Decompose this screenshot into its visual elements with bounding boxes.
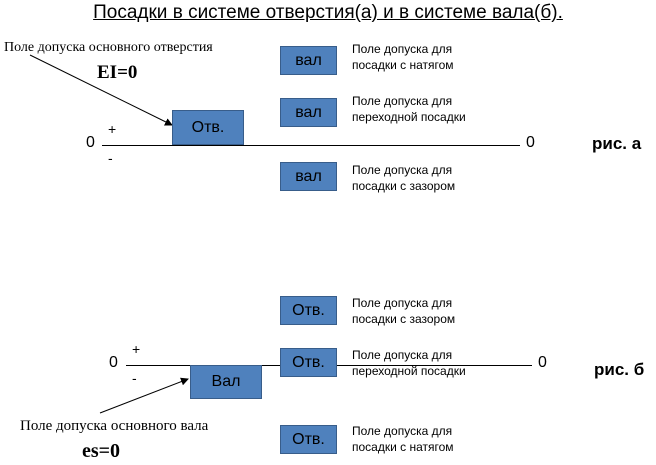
desc-line2: посадки с зазором	[352, 312, 456, 326]
shaft-box-interference-a: вал	[280, 46, 337, 75]
desc-line1: Поле допуска для	[352, 94, 453, 108]
zero-left-b: 0	[109, 354, 118, 371]
base-hole-box: Отв.	[172, 110, 244, 145]
desc-transition-b: Поле допуска для переходной посадки	[352, 347, 466, 379]
figure-label-b: рис. б	[594, 360, 645, 379]
desc-line1: Поле допуска для	[352, 42, 453, 56]
desc-line1: Поле допуска для	[352, 424, 453, 438]
shaft-box-transition-a: вал	[280, 98, 337, 127]
base-shaft-field-label: Поле допуска основного вала	[20, 418, 209, 434]
desc-line2: посадки с натягом	[352, 440, 454, 454]
zero-right-b: 0	[538, 354, 547, 371]
minus-sign-a: -	[108, 150, 113, 166]
shaft-box-clearance-a: вал	[280, 162, 337, 191]
desc-transition-a: Поле допуска для переходной посадки	[352, 93, 466, 125]
base-shaft-box: Вал	[190, 365, 262, 399]
hole-box-interference-b: Отв.	[280, 425, 337, 454]
desc-clearance-b: Поле допуска для посадки с зазором	[352, 295, 455, 327]
desc-clearance-a: Поле допуска для посадки с зазором	[352, 162, 455, 194]
hole-box-transition-b: Отв.	[280, 348, 337, 377]
base-hole-field-label: Поле допуска основного отверстия	[4, 40, 213, 55]
zero-left-a: 0	[86, 134, 95, 151]
desc-line1: Поле допуска для	[352, 348, 453, 362]
plus-sign-b: +	[132, 341, 141, 357]
desc-line2: переходной посадки	[352, 110, 466, 124]
plus-sign-a: +	[108, 121, 117, 137]
desc-line2: переходной посадки	[352, 364, 466, 378]
zero-line-a	[102, 145, 520, 146]
desc-line2: посадки с зазором	[352, 179, 456, 193]
arrow-to-base-shaft	[99, 377, 189, 414]
page-title: Посадки в системе отверстия(а) и в систе…	[93, 2, 563, 23]
figure-label-a: рис. а	[592, 134, 642, 153]
arrow-to-base-hole	[29, 54, 173, 126]
ei-label: EI=0	[97, 62, 138, 83]
zero-right-a: 0	[526, 134, 535, 151]
desc-line1: Поле допуска для	[352, 296, 453, 310]
minus-sign-b: -	[132, 370, 137, 386]
hole-box-clearance-b: Отв.	[280, 296, 337, 325]
es-label: es=0	[82, 440, 121, 462]
desc-interference-a: Поле допуска для посадки с натягом	[352, 41, 454, 73]
desc-interference-b: Поле допуска для посадки с натягом	[352, 423, 454, 455]
desc-line1: Поле допуска для	[352, 163, 453, 177]
desc-line2: посадки с натягом	[352, 58, 454, 72]
